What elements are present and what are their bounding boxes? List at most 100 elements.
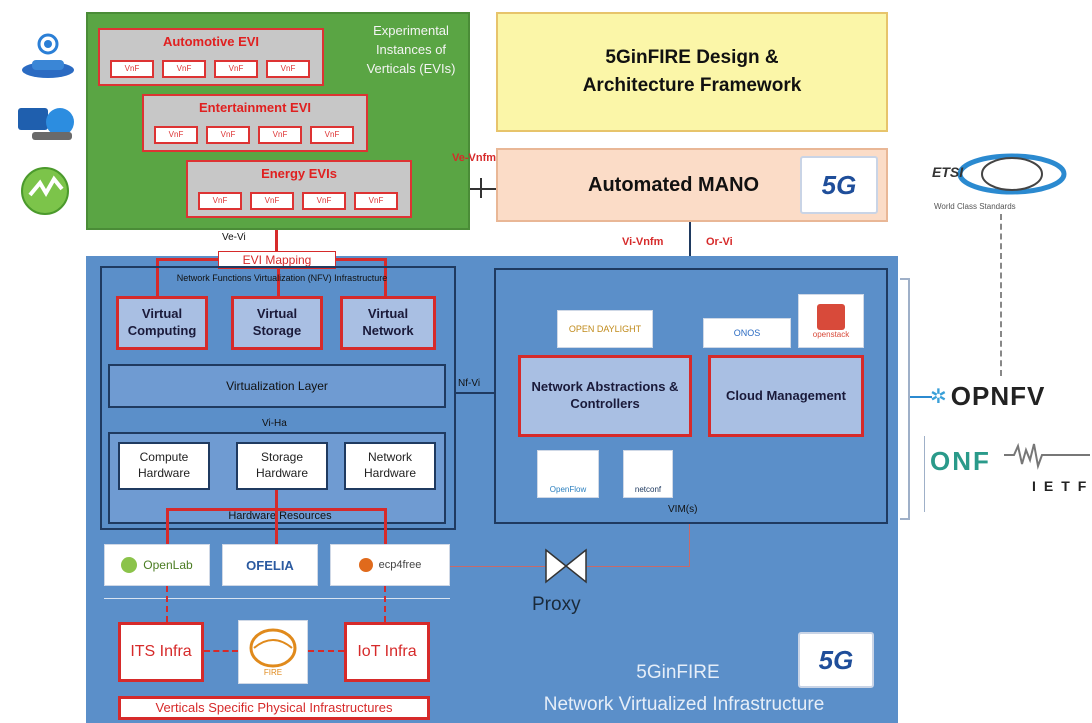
framework-box[interactable]: 5GinFIRE Design & Architecture Framework bbox=[496, 12, 888, 132]
fire-label: FIRE bbox=[263, 667, 283, 677]
opnfv-connector bbox=[910, 396, 932, 398]
energy-icon bbox=[18, 165, 73, 217]
vim-box bbox=[494, 268, 888, 524]
ve-vnfm-connector bbox=[470, 188, 496, 190]
its-fire-connector bbox=[204, 650, 238, 652]
wifi-car-icon bbox=[18, 30, 78, 80]
netconf-logo: netconf bbox=[623, 450, 673, 498]
verticals-physical-box[interactable]: Verticals Specific Physical Infrastructu… bbox=[118, 696, 430, 720]
mano-vim-connector bbox=[689, 222, 691, 268]
opnfv-label: OPNFV bbox=[950, 380, 1046, 411]
opendaylight-logo: OPEN DAYLIGHT bbox=[557, 310, 653, 348]
testbed-separator bbox=[104, 598, 450, 599]
etsi-label: ETSI bbox=[932, 164, 964, 180]
ecp4free-icon bbox=[358, 558, 373, 572]
network-abstractions-box[interactable]: Network Abstractions & Controllers bbox=[518, 355, 692, 437]
fire-globe-icon bbox=[249, 628, 297, 667]
etsi-logo: ETSI World Class Standards bbox=[930, 152, 1070, 214]
iot-infra-box[interactable]: IoT Infra bbox=[344, 622, 430, 682]
ietf-label: IETF bbox=[1032, 478, 1092, 494]
proxy-link bbox=[689, 524, 690, 566]
fire-iot-connector bbox=[308, 650, 344, 652]
vnf-box[interactable]: VnF bbox=[154, 126, 198, 144]
vnf-box[interactable]: VnF bbox=[206, 126, 250, 144]
vi-ha-label: Vi-Ha bbox=[262, 418, 287, 429]
ve-vi-label: Ve-Vi bbox=[222, 232, 246, 243]
onf-logo: ONF bbox=[930, 446, 991, 476]
proxy-label: Proxy bbox=[532, 594, 581, 615]
testbed-infra-line bbox=[166, 586, 168, 622]
evi-title: Entertainment EVI bbox=[199, 100, 311, 115]
openstack-label: openstack bbox=[812, 329, 850, 339]
ecp4free-logo[interactable]: ecp4free bbox=[330, 544, 450, 586]
virtualization-layer[interactable]: Virtualization Layer bbox=[108, 364, 446, 408]
framework-title: 5GinFIRE Design & Architecture Framework bbox=[582, 47, 802, 96]
fire-logo: FIRE bbox=[238, 620, 308, 684]
etsi-dashed-line bbox=[1000, 214, 1002, 376]
openstack-logo: openstack bbox=[798, 294, 864, 348]
openlab-logo[interactable]: OpenLab bbox=[104, 544, 210, 586]
network-hardware-box[interactable]: Network Hardware bbox=[344, 442, 436, 490]
evis-title: Experimental Instances of Verticals (EVI… bbox=[366, 23, 456, 76]
proxy-icon[interactable] bbox=[544, 548, 588, 584]
evi-automotive[interactable]: Automotive EVI VnF VnF VnF VnF bbox=[98, 28, 324, 86]
nf-vi-connector bbox=[456, 392, 494, 394]
onf-bracket bbox=[924, 436, 925, 512]
evi-entertainment[interactable]: Entertainment EVI VnF VnF VnF VnF bbox=[142, 94, 368, 152]
openstack-icon bbox=[817, 303, 845, 330]
bottom-title-line1: 5GinFIRE bbox=[636, 662, 720, 683]
vnf-box[interactable]: VnF bbox=[214, 60, 258, 78]
openlab-label: OpenLab bbox=[143, 558, 193, 572]
evi-mapping-badge[interactable]: EVI Mapping bbox=[218, 251, 336, 269]
evi-title: Automotive EVI bbox=[162, 34, 260, 49]
ofelia-logo[interactable]: OFELIA bbox=[222, 544, 318, 586]
vnf-box[interactable]: VnF bbox=[110, 60, 154, 78]
virtual-storage-box[interactable]: Virtual Storage bbox=[231, 296, 323, 350]
nf-vi-label: Nf-Vi bbox=[458, 378, 481, 389]
vnf-box[interactable]: VnF bbox=[266, 60, 310, 78]
vnf-box[interactable]: VnF bbox=[354, 192, 398, 210]
storage-hardware-box[interactable]: Storage Hardware bbox=[236, 442, 328, 490]
evi-mapping-vline bbox=[277, 269, 280, 298]
media-devices-icon bbox=[12, 98, 82, 148]
virtual-network-box[interactable]: Virtual Network bbox=[340, 296, 436, 350]
ecp4free-label: ecp4free bbox=[378, 559, 422, 571]
opnfv-logo: ✲ OPNFV bbox=[930, 378, 1080, 414]
or-vi-label: Or-Vi bbox=[706, 236, 733, 248]
openlab-icon bbox=[121, 557, 138, 573]
ietf-logo: IETF bbox=[1004, 440, 1090, 496]
hw-testbed-line bbox=[166, 508, 169, 544]
etsi-sublabel: World Class Standards bbox=[934, 202, 1016, 211]
vnf-box[interactable]: VnF bbox=[162, 60, 206, 78]
5g-logo: 5G bbox=[800, 156, 878, 214]
compute-hardware-box[interactable]: Compute Hardware bbox=[118, 442, 210, 490]
vnf-box[interactable]: VnF bbox=[198, 192, 242, 210]
evi-mapping-line bbox=[275, 230, 278, 252]
virtual-computing-box[interactable]: Virtual Computing bbox=[116, 296, 208, 350]
vnf-box[interactable]: VnF bbox=[250, 192, 294, 210]
evi-energy[interactable]: Energy EVIs VnF VnF VnF VnF bbox=[186, 160, 412, 218]
bottom-title-line2: Network Virtualized Infrastructure bbox=[543, 694, 825, 715]
evi-mapping-vline bbox=[156, 258, 159, 298]
vnf-box[interactable]: VnF bbox=[258, 126, 302, 144]
its-infra-box[interactable]: ITS Infra bbox=[118, 622, 204, 682]
nfvi-box bbox=[100, 266, 456, 530]
5g-logo-bottom: 5G bbox=[798, 632, 874, 688]
hardware-resources-label: Hardware Resources bbox=[228, 510, 332, 522]
cloud-management-box[interactable]: Cloud Management bbox=[708, 355, 864, 437]
hw-testbed-line bbox=[275, 490, 278, 544]
vnf-box[interactable]: VnF bbox=[302, 192, 346, 210]
vi-vnfm-label: Vi-Vnfm bbox=[622, 236, 664, 248]
bracket bbox=[900, 278, 910, 520]
opnfv-icon: ✲ bbox=[930, 385, 947, 408]
openflow-logo: OpenFlow bbox=[537, 450, 599, 498]
vims-label: VIM(s) bbox=[668, 504, 698, 515]
evi-mapping-vline bbox=[384, 258, 387, 298]
ietf-wave-icon bbox=[1004, 442, 1090, 470]
evi-title: Energy EVIs bbox=[261, 166, 337, 181]
vnf-box[interactable]: VnF bbox=[310, 126, 354, 144]
nfvi-title: Network Functions Virtualization (NFV) I… bbox=[176, 273, 388, 283]
mano-title: Automated MANO bbox=[588, 174, 760, 196]
mano-box[interactable]: Automated MANO 5G bbox=[496, 148, 888, 222]
evi-mapping-hline bbox=[156, 258, 218, 261]
